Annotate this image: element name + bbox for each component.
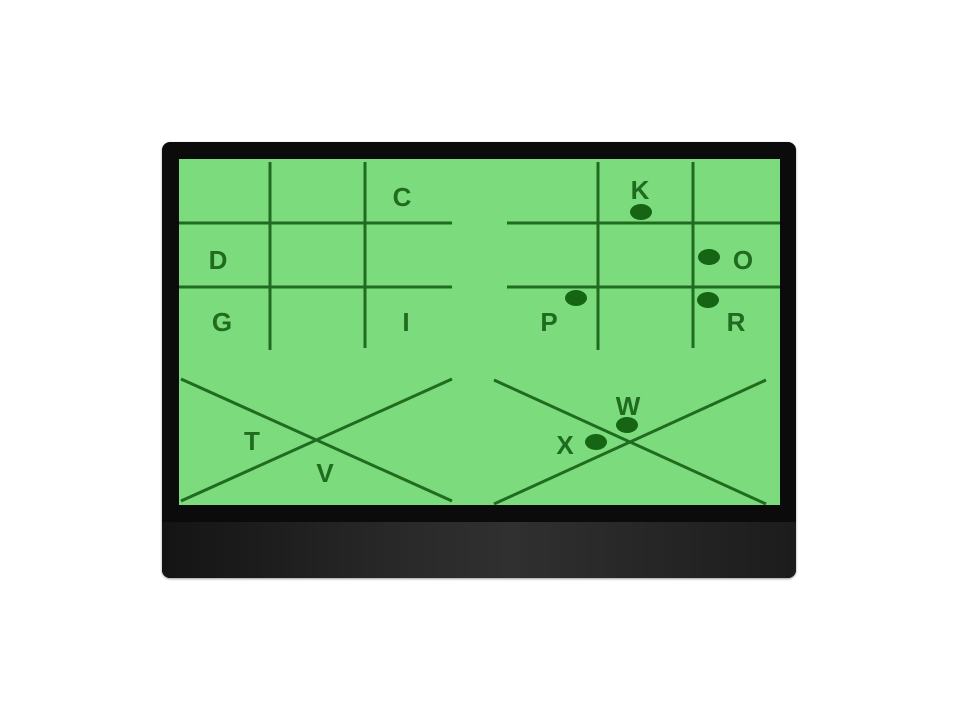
x-dots [585, 417, 638, 450]
letter-t: T [244, 426, 260, 456]
green-screen [179, 159, 780, 505]
dot-w [616, 417, 638, 433]
letter-w: W [615, 391, 641, 421]
dot-p [565, 290, 587, 306]
letter-o: O [732, 245, 754, 275]
dot-k [630, 204, 652, 220]
letter-v: V [316, 458, 334, 488]
dot-r [697, 292, 719, 308]
letter-c: C [392, 182, 412, 212]
x-letters-panel [180, 377, 453, 503]
x-dots-panel [493, 378, 767, 506]
letter-i: I [402, 307, 410, 337]
grid-dots-panel [507, 162, 780, 350]
grid-dots [565, 204, 720, 308]
letter-k: K [630, 175, 650, 205]
letter-x: X [556, 430, 574, 460]
letter-g: G [211, 307, 233, 337]
grid-letters-panel [179, 162, 452, 350]
letter-p: P [540, 307, 558, 337]
x1-line-b [180, 377, 453, 503]
dot-x [585, 434, 607, 450]
letter-d: D [208, 245, 228, 275]
dot-o [698, 249, 720, 265]
x2-line-b [493, 378, 767, 506]
letter-r: R [726, 307, 746, 337]
